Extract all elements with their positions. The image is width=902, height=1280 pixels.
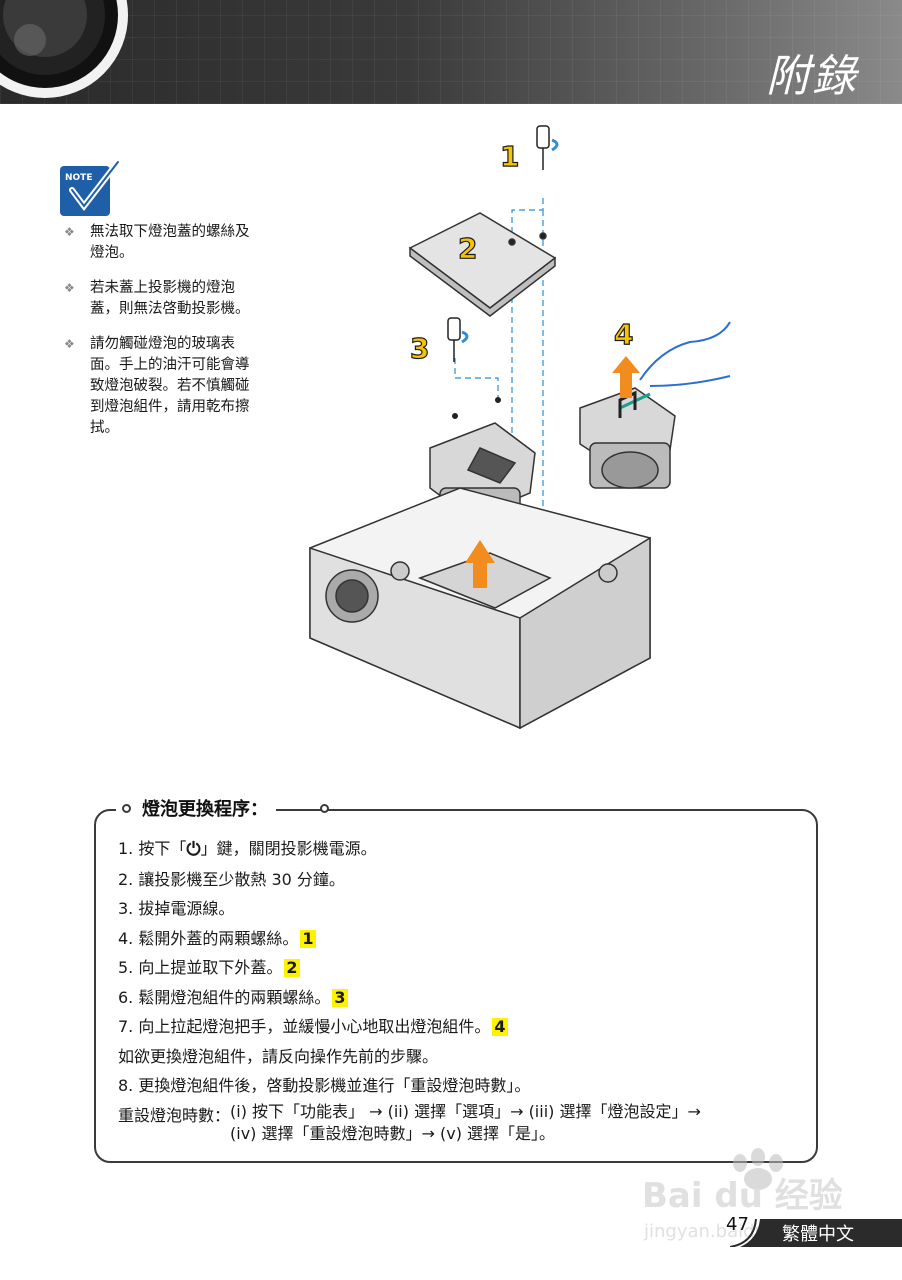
lens-graphic — [0, 0, 128, 98]
page-number: 47 — [726, 1214, 749, 1235]
step-text: 3. 拔掉電源線。 — [118, 899, 235, 918]
step-text: 2. 讓投影機至少散熱 30 分鐘。 — [118, 869, 345, 889]
note-icon-label: NOTE — [65, 173, 92, 183]
step-text: 」鍵，關閉投影機電源。 — [200, 839, 377, 858]
projector-body — [309, 487, 651, 730]
note-list: ❖ 無法取下燈泡蓋的螺絲及燈泡。 ❖ 若未蓋上投影機的燈泡蓋，則無法啓動投影機。 ❖… — [62, 222, 252, 453]
header-banner: 附錄 — [0, 0, 902, 104]
diamond-bullet-icon: ❖ — [64, 281, 75, 295]
note-item: ❖ 請勿觸碰燈泡的玻璃表面。手上的油汗可能會導致燈泡破裂。若不慎觸碰到燈泡組件，請… — [62, 334, 252, 439]
procedure-title-wrap: 燈泡更換程序： — [116, 794, 276, 822]
watermark-text: Bai du 经验 — [642, 1176, 843, 1216]
step-item: 7. 向上拉起燈泡把手，並緩慢小心地取出燈泡組件。4 — [118, 1012, 808, 1042]
step-label-2: 2 — [457, 231, 478, 265]
step-item: 3. 拔掉電源線。 — [118, 894, 808, 924]
step-label-3: 3 — [409, 331, 430, 365]
step-text: 4. 鬆開外蓋的兩顆螺絲。 — [118, 928, 299, 948]
step-text: 6. 鬆開燈泡組件的兩顆螺絲。 — [118, 987, 331, 1007]
reverse-note: 如欲更換燈泡組件，請反向操作先前的步驟。 — [118, 1046, 439, 1066]
lamp-cover — [408, 212, 557, 317]
step-text: 5. 向上提並取下外蓋。 — [118, 958, 283, 977]
step-label-4: 4 — [613, 317, 634, 351]
note-icon: NOTE — [60, 160, 120, 216]
step-item: 5. 向上提並取下外蓋。2 — [118, 953, 808, 983]
procedure-title: 燈泡更換程序： — [142, 799, 268, 820]
step-text: 1. 按下「 — [118, 839, 187, 858]
footer-language: 繁體中文 — [782, 1224, 854, 1245]
reset-line: (iv) 選擇「重設燈泡時數」→ (v) 選擇「是」。 — [230, 1123, 556, 1143]
screwdriver-icon — [536, 125, 559, 170]
lamp-replacement-illustration: 1 2 3 4 — [290, 118, 750, 748]
page-title: 附錄 — [766, 51, 858, 102]
diamond-bullet-icon: ❖ — [64, 337, 75, 351]
procedure-box — [94, 809, 818, 1163]
projector-diagram — [309, 125, 731, 730]
step-item: 2. 讓投影機至少散熱 30 分鐘。 — [118, 865, 808, 895]
step-text: 7. 向上拉起燈泡把手，並緩慢小心地取出燈泡組件。 — [118, 1017, 491, 1036]
note-item: ❖ 若未蓋上投影機的燈泡蓋，則無法啓動投影機。 — [62, 278, 252, 320]
step-item: 8. 更換燈泡組件後，啓動投影機並進行「重設燈泡時數」。 — [118, 1076, 531, 1095]
note-text: 請勿觸碰燈泡的玻璃表面。手上的油汗可能會導致燈泡破裂。若不慎觸碰到燈泡組件，請用… — [90, 336, 250, 436]
step-badge: 2 — [284, 958, 300, 977]
reset-body: (i) 按下「功能表」 → (ii) 選擇「選項」→ (iii) 選擇「燈泡設定… — [230, 1101, 701, 1145]
step-badge: 4 — [492, 1017, 508, 1036]
step-badge: 1 — [300, 928, 316, 948]
reset-label: 重設燈泡時數： — [118, 1105, 231, 1125]
step-item: 6. 鬆開燈泡組件的兩顆螺絲。3 — [118, 983, 808, 1013]
ring-icon — [122, 804, 131, 813]
step-item: 1. 按下「⏻」鍵，關閉投影機電源。 — [118, 834, 808, 865]
step-item: 4. 鬆開外蓋的兩顆螺絲。1 — [118, 924, 808, 954]
footer-bar — [730, 1219, 902, 1247]
power-icon: ⏻ — [186, 839, 201, 860]
step-badge: 3 — [332, 987, 348, 1007]
reset-line: (i) 按下「功能表」 → (ii) 選擇「選項」→ (iii) 選擇「燈泡設定… — [230, 1101, 701, 1121]
ring-icon — [320, 804, 329, 813]
procedure-steps: 1. 按下「⏻」鍵，關閉投影機電源。 2. 讓投影機至少散熱 30 分鐘。 3.… — [118, 834, 808, 1145]
note-text: 無法取下燈泡蓋的螺絲及燈泡。 — [90, 224, 250, 261]
lamp-module — [579, 321, 731, 489]
note-item: ❖ 無法取下燈泡蓋的螺絲及燈泡。 — [62, 222, 252, 264]
note-text: 若未蓋上投影機的燈泡蓋，則無法啓動投影機。 — [90, 280, 250, 317]
reset-instructions: 重設燈泡時數： (i) 按下「功能表」 → (ii) 選擇「選項」→ (iii)… — [118, 1101, 808, 1145]
screwdriver-icon — [447, 317, 469, 362]
step-label-1: 1 — [499, 139, 520, 173]
diamond-bullet-icon: ❖ — [64, 225, 75, 239]
